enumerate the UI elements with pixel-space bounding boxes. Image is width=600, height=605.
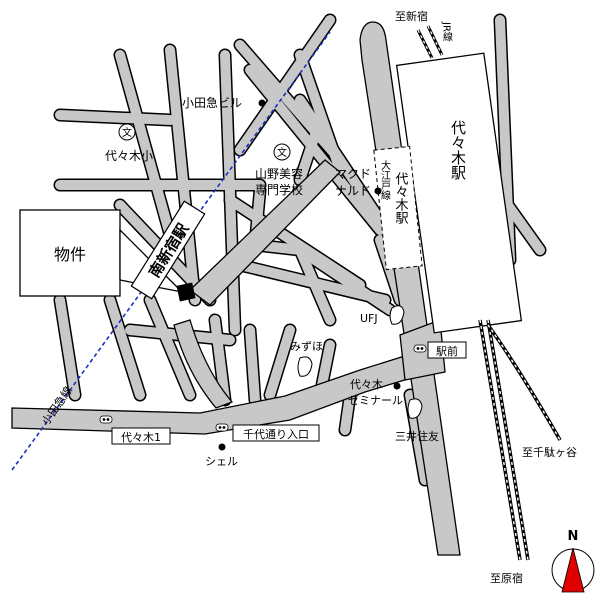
jr-railway-tracks [416,25,562,561]
bank-icon [297,356,313,377]
yoyogi-1-label: 代々木1 [121,431,161,444]
yoyogi-seminar-label-line2: ゼミナール [348,394,403,407]
svg-text:文: 文 [277,146,287,159]
property-label: 物件 [54,245,86,264]
sendagaya-entrance-label: 千代通り入口 [243,428,309,441]
north-arrow-compass: N [551,529,595,593]
koshu-kaido-road [188,159,341,306]
oedo-line-station-box [373,145,423,271]
school-icon: 文 [273,143,291,161]
curved-connector-road [173,319,234,409]
to-shinjuku-label: 至新宿 [395,9,428,23]
jr-line-label: JR線 [441,21,453,42]
mcdonalds-dot [374,187,382,195]
yoyogi-elementary-label: 代々木小 [105,149,153,163]
traffic-signal-icon [215,423,229,432]
bank-icon [389,305,405,325]
yamano-school-label-line2: 専門学校 [255,182,303,197]
ekimae-label: 駅前 [436,344,458,358]
ekimae-box [427,341,467,359]
yoyogi-seminar-label-line1: 代々木 [350,378,383,391]
north-arrow-icon [561,547,585,593]
odakyu-building-label: 小田急ビル [182,95,242,110]
yoyogi-1-box [111,427,171,445]
shell-dot [218,443,226,451]
shell-label: シェル [205,455,238,468]
oedo-line-label: 大江戸線 [379,159,391,200]
odakyu-railway-line [11,31,331,471]
traffic-signal-icon [99,415,113,424]
traffic-signal-icon [413,344,427,353]
mizuho-label: みずほ [290,340,323,353]
mcdonalds-label-line1: マクド [335,167,371,181]
odakyu-building-dot [258,99,266,107]
north-label: N [568,529,579,544]
yamano-school-label-line1: 山野美容 [255,166,303,181]
oedo-yoyogi-station-label: 代々木駅 [393,172,409,225]
ufj-label: UFJ [360,312,378,325]
to-sendagaya-label: 至千駄ヶ谷 [522,445,577,459]
jr-yoyogi-station-building [395,52,523,334]
property-location-marker [176,282,196,302]
school-icon: 文 [118,123,136,141]
to-harajuku-label: 至原宿 [490,571,523,585]
mcdonalds-label-line2: ナルド [335,184,371,198]
mitsui-sumitomo-label: 三井住友 [395,429,439,443]
jr-yoyogi-station-label: 代々木駅 [449,120,467,180]
yoyogi-seminar-dot [393,382,401,390]
svg-text:文: 文 [122,126,132,139]
sendagaya-entrance-box [232,424,320,442]
bank-icon [407,398,423,419]
